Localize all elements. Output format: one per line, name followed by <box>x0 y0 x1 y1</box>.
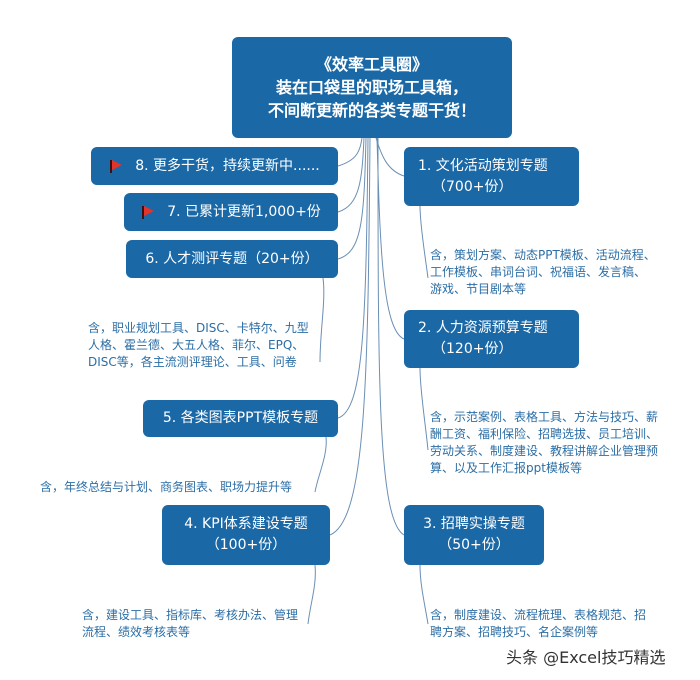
node-7-total[interactable]: 7. 已累计更新1,000+份 <box>124 193 338 231</box>
detail-connector-2 <box>419 367 429 451</box>
root-title: 《效率工具圈》 <box>315 55 428 74</box>
node-1-detail: 含，策划方案、动态PPT模板、活动流程、工作模板、串词台词、祝福语、发言稿、游戏… <box>430 248 656 296</box>
node-2-label: 2. 人力资源预算专题 <box>418 320 548 336</box>
node-4-count: （100+份） <box>205 537 287 553</box>
node-3-label: 3. 招聘实操专题 <box>423 516 525 532</box>
node-4-detail: 含，建设工具、指标库、考核办法、管理流程、绩效考核表等 <box>82 608 299 639</box>
connector-1 <box>375 137 405 177</box>
root-node[interactable]: 《效率工具圈》 装在口袋里的职场工具箱， 不间断更新的各类专题干货！ <box>232 37 512 138</box>
node-4-kpi[interactable]: 4. KPI体系建设专题 （100+份） <box>162 505 330 565</box>
node-4-label: 4. KPI体系建设专题 <box>184 516 308 532</box>
node-3-count: （50+份） <box>438 537 510 553</box>
connector-7 <box>337 137 365 213</box>
connector-4 <box>329 137 371 536</box>
node-6-detail: 含，职业规划工具、DISC、卡特尔、九型人格、霍兰德、大五人格、菲尔、EPQ、D… <box>88 321 309 369</box>
watermark: 头条 @Excel技巧精选 <box>506 648 666 667</box>
root-subtitle-2: 不间断更新的各类专题干货！ <box>267 101 476 120</box>
node-5-chart-ppt[interactable]: 5. 各类图表PPT模板专题 <box>143 400 338 437</box>
node-2-count: （120+份） <box>432 341 513 357</box>
red-flag-icon <box>141 205 155 219</box>
connector-8 <box>337 137 363 167</box>
node-6-talent-assessment[interactable]: 6. 人才测评专题（20+份） <box>126 240 338 278</box>
node-1-label: 1. 文化活动策划专题 <box>418 157 548 174</box>
detail-connector-5 <box>314 436 327 493</box>
node-6-label: 6. 人才测评专题（20+份） <box>145 250 319 267</box>
node-5-detail: 含，年终总结与计划、商务图表、职场力提升等 <box>40 480 293 494</box>
detail-connector-6 <box>319 277 325 363</box>
node-8-label: 8. 更多干货，持续更新中...... <box>135 157 320 174</box>
connector-3 <box>377 137 405 536</box>
node-3-detail: 含，制度建设、流程梳理、表格规范、招聘方案、招聘技巧、名企案例等 <box>430 608 647 639</box>
connector-5 <box>337 137 369 419</box>
connector-6 <box>337 137 367 260</box>
detail-connector-1 <box>419 205 429 279</box>
node-2-hr-budget[interactable]: 2. 人力资源预算专题 （120+份） <box>404 310 579 368</box>
node-2-detail: 含，示范案例、表格工具、方法与技巧、薪酬工资、福利保险、招聘选拔、员工培训、劳动… <box>430 410 659 475</box>
node-5-label: 5. 各类图表PPT模板专题 <box>162 410 319 426</box>
root-subtitle-1: 装在口袋里的职场工具箱， <box>275 78 468 97</box>
node-1-count: （700+份） <box>432 178 513 195</box>
red-flag-icon <box>109 159 123 173</box>
node-8-more[interactable]: 8. 更多干货，持续更新中...... <box>91 147 338 185</box>
node-3-recruiting[interactable]: 3. 招聘实操专题 （50+份） <box>404 505 544 565</box>
node-1-culture-events[interactable]: 1. 文化活动策划专题 （700+份） <box>404 147 579 206</box>
detail-connector-4 <box>307 564 316 625</box>
detail-connector-3 <box>419 564 429 625</box>
node-7-label: 7. 已累计更新1,000+份 <box>167 203 321 220</box>
